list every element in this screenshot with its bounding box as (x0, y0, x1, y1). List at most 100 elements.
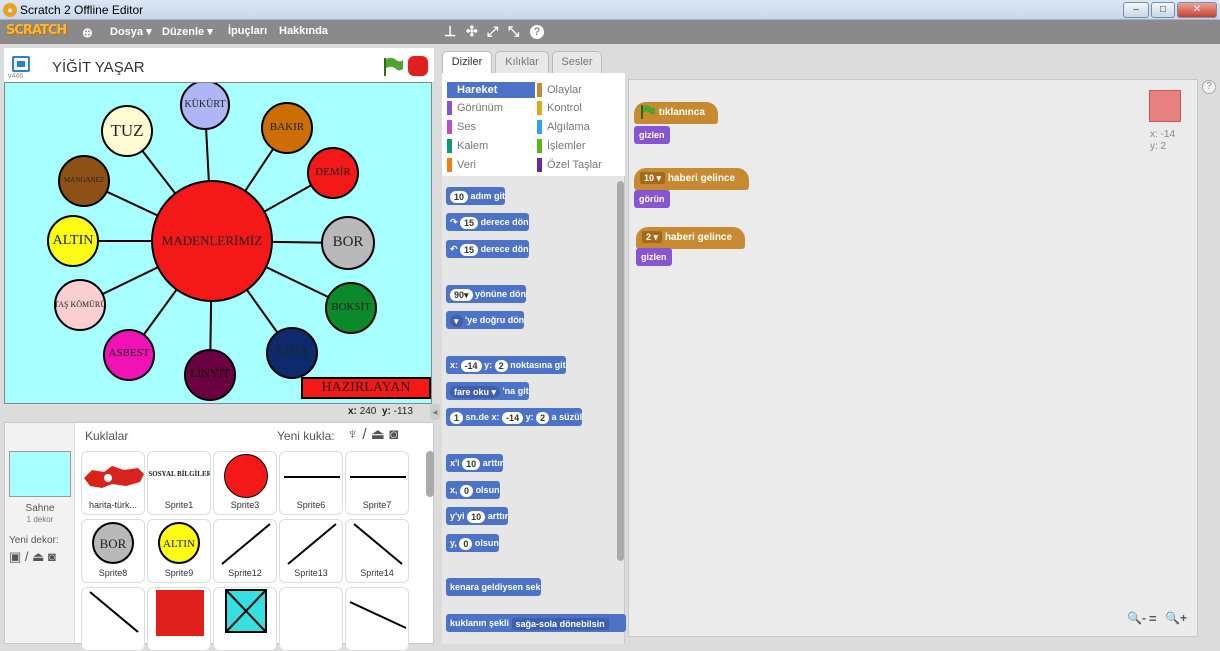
category-more-blocks[interactable]: Özel Taşlar (537, 157, 625, 173)
block-change-y[interactable]: y'yi 10 arttır (446, 507, 509, 525)
node-label: BOR (332, 234, 364, 250)
green-flag-icon[interactable] (382, 57, 404, 77)
globe-icon[interactable]: ⊕ (82, 25, 93, 40)
cut-scissors-icon[interactable]: ✣ (466, 23, 478, 39)
sprite-thumb[interactable]: Sprite3 (213, 451, 277, 515)
block-set-x[interactable]: x, 0 olsun (446, 481, 500, 499)
project-name[interactable]: YİĞİT YAŞAR (52, 59, 145, 76)
sprite-thumb[interactable]: Sprite12 (213, 519, 277, 583)
grow-icon[interactable]: ⤢ (487, 23, 499, 39)
sprites-panel: Sahne 1 dekor Yeni dekor: ▣ / ⏏ ◙ Kuklal… (4, 422, 434, 651)
block-set-y[interactable]: y, 0 olsun (446, 534, 499, 552)
category-sound[interactable]: Ses (447, 119, 535, 135)
category-sensing[interactable]: Algılama (537, 119, 625, 135)
node-label: CIVA (275, 344, 309, 359)
close-window-button[interactable]: ✕ (1177, 2, 1217, 18)
sprite-thumb[interactable] (279, 587, 343, 651)
category-pen[interactable]: Kalem (447, 138, 535, 154)
menu-tips[interactable]: İpuçları (228, 25, 268, 37)
sprite-thumb[interactable]: harita-türk... (81, 451, 145, 515)
block-hide[interactable]: gizlen (634, 126, 670, 144)
current-sprite-thumbnail (1149, 90, 1181, 122)
sprite-thumb[interactable] (213, 587, 277, 651)
block-point-direction[interactable]: 90▾ yönüne dön (446, 285, 527, 303)
category-data[interactable]: Veri (447, 157, 535, 173)
sprite-name: Sprite13 (294, 568, 328, 578)
sprite-thumb[interactable]: Sprite13 (279, 519, 343, 583)
sprite-thumb[interactable] (147, 587, 211, 651)
category-operators[interactable]: İşlemler (537, 138, 625, 154)
block-glide[interactable]: 1 sn.de x: -14 y: 2 a süzül (446, 408, 583, 426)
sprites-title: Kuklalar (85, 429, 129, 443)
block-point-towards[interactable]: ▾ 'ye doğru dön (446, 311, 525, 329)
node-label: LİNYİT (190, 366, 230, 380)
zoom-reset-icon[interactable]: = (1149, 611, 1157, 626)
stage-canvas[interactable]: MADENLERİMİZ KÜKÜRT BAKIR DEMİR BOR BOKS… (4, 82, 432, 404)
category-motion[interactable]: Hareket (447, 82, 535, 98)
sprite-thumb[interactable] (345, 587, 409, 651)
node-label: MANGANEZ (63, 176, 105, 184)
menu-bar: SCRATCH ⊕ Dosya ▾ Düzenle ▾ İpuçları Hak… (0, 20, 1220, 44)
scratch-cat-icon: ● (3, 3, 17, 17)
zoom-out-icon[interactable]: 🔍- (1127, 611, 1146, 625)
backdrop-tools-icon[interactable]: ▣ / ⏏ ◙ (9, 549, 56, 564)
help-icon[interactable]: ? (530, 25, 544, 39)
banner-label: HAZIRLAYAN (321, 380, 411, 395)
sprite-thumb[interactable]: BOR Sprite8 (81, 519, 145, 583)
sprites-scrollbar[interactable] (426, 451, 434, 497)
duplicate-stamp-icon[interactable]: ⊥ (444, 23, 457, 39)
tips-help-icon[interactable]: ? (1202, 80, 1216, 94)
sprite-name: Sprite6 (296, 500, 326, 510)
script-when-flag-clicked[interactable]: tıklanınca (634, 102, 718, 124)
node-label: ASBEST (108, 347, 150, 359)
block-move-steps[interactable]: 10 adım git (446, 187, 506, 205)
minimize-button[interactable]: – (1123, 2, 1149, 18)
title-bar: ● Scratch 2 Offline Editor – □ ✕ (0, 0, 1220, 20)
new-sprite-tools-icon[interactable]: ♆ / ⏏ ◙ (347, 426, 399, 443)
shrink-icon[interactable]: ⤡ (508, 23, 520, 39)
tab-scripts[interactable]: Diziler (442, 51, 492, 73)
zoom-in-icon[interactable]: 🔍+ (1165, 611, 1187, 625)
tab-costumes[interactable]: Kılıklar (495, 51, 549, 73)
maximize-button[interactable]: □ (1151, 2, 1175, 18)
scripts-area[interactable]: tıklanınca gizlen 10 ▾ haberi gelince gö… (628, 79, 1198, 637)
fullscreen-icon[interactable] (12, 56, 30, 72)
menu-file[interactable]: Dosya ▾ (110, 26, 152, 38)
stage-thumbnail[interactable] (9, 451, 71, 497)
stop-sign-icon[interactable] (408, 56, 428, 76)
stage-backdrop-count: 1 dekor (26, 515, 54, 524)
menu-edit[interactable]: Düzenle ▾ (162, 26, 213, 38)
tab-sounds[interactable]: Sesler (552, 51, 602, 73)
mouse-coordinates: x: 240 y: -113 (348, 406, 413, 417)
block-goto-target[interactable]: fare oku ▾ 'na git (446, 382, 529, 400)
block-hide[interactable]: gizlen (636, 248, 672, 266)
sprite-thumb[interactable]: SOSYAL BİLGİLER Sprite1 (147, 451, 211, 515)
sprite-thumb[interactable]: ALTIN Sprite9 (147, 519, 211, 583)
category-looks[interactable]: Görünüm (447, 100, 535, 116)
block-turn-left[interactable]: ↶ 15 derece dön (446, 240, 529, 258)
block-bounce[interactable]: kenara geldiysen sek (446, 578, 541, 596)
sprite-thumb-text: ALTIN (158, 522, 200, 564)
node-label: BAKIR (269, 121, 305, 133)
palette-scrollbar[interactable] (617, 181, 624, 561)
sprite-y-readout: y: 2 (1150, 141, 1167, 152)
block-goto-xy[interactable]: x: -14 y: 2 noktasına git (446, 356, 566, 374)
block-rotation-style[interactable]: kuklanın şekli sağa-sola dönebilsin (446, 614, 626, 632)
collapse-stage-toggle[interactable]: ◂ (430, 404, 440, 420)
stage-header: v446 YİĞİT YAŞAR (4, 48, 434, 82)
category-control[interactable]: Kontrol (537, 100, 625, 116)
script-when-receive[interactable]: 2 ▾ haberi gelince (636, 227, 745, 249)
menu-about[interactable]: Hakkında (279, 25, 328, 37)
block-change-x[interactable]: x'i 10 arttır (446, 454, 504, 472)
category-events[interactable]: Olaylar (537, 82, 625, 98)
scratch-logo[interactable]: SCRATCH (6, 23, 67, 38)
block-show[interactable]: görün (634, 190, 670, 208)
block-turn-right[interactable]: ↷ 15 derece dön (446, 213, 529, 231)
sprite-name: Sprite3 (230, 500, 260, 510)
sprite-thumb[interactable]: Sprite14 (345, 519, 409, 583)
sprite-thumb[interactable]: Sprite6 (279, 451, 343, 515)
sprite-thumb[interactable] (81, 587, 145, 651)
script-when-receive[interactable]: 10 ▾ haberi gelince (634, 168, 749, 190)
center-node-label: MADENLERİMİZ (161, 233, 263, 248)
sprite-thumb[interactable]: Sprite7 (345, 451, 409, 515)
